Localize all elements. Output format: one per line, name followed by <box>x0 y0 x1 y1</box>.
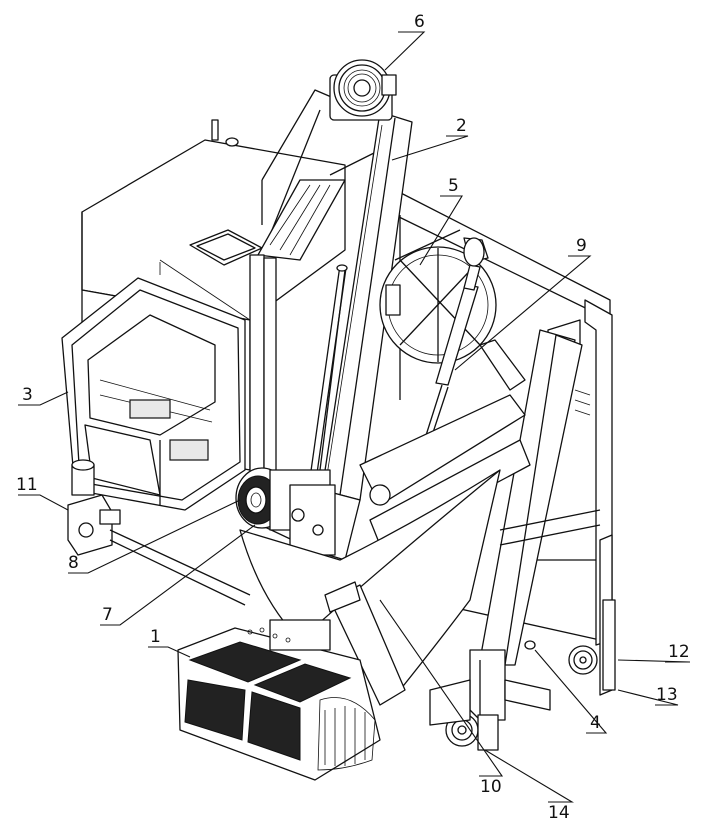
callout-8: 8 <box>68 553 79 573</box>
callout-4: 4 <box>590 713 601 733</box>
gear-motor <box>67 459 121 556</box>
track-rail <box>504 640 551 711</box>
callout-1: 1 <box>150 627 161 647</box>
callout-11: 11 <box>16 475 38 495</box>
drive-sheave <box>235 467 336 556</box>
callout-6: 6 <box>414 12 425 32</box>
callout-13: 13 <box>656 685 678 705</box>
operator-cab <box>61 277 246 511</box>
leader-lines <box>18 31 691 803</box>
callout-9: 9 <box>576 236 587 256</box>
callout-3: 3 <box>22 385 33 405</box>
gantry-frame <box>394 189 616 721</box>
grab-grille <box>177 619 381 781</box>
top-pulley <box>329 59 397 121</box>
callout-labels: 6 2 5 9 3 11 8 7 1 10 14 4 12 13 <box>16 12 690 823</box>
callout-14: 14 <box>548 803 570 823</box>
ladder-platform <box>249 89 381 516</box>
callout-7: 7 <box>102 605 113 625</box>
callout-10: 10 <box>480 777 502 797</box>
bottom-wheel-right <box>568 645 598 675</box>
callout-12: 12 <box>668 642 690 662</box>
callout-2: 2 <box>456 116 467 136</box>
callout-5: 5 <box>448 176 459 196</box>
boom-linkage <box>357 339 531 571</box>
